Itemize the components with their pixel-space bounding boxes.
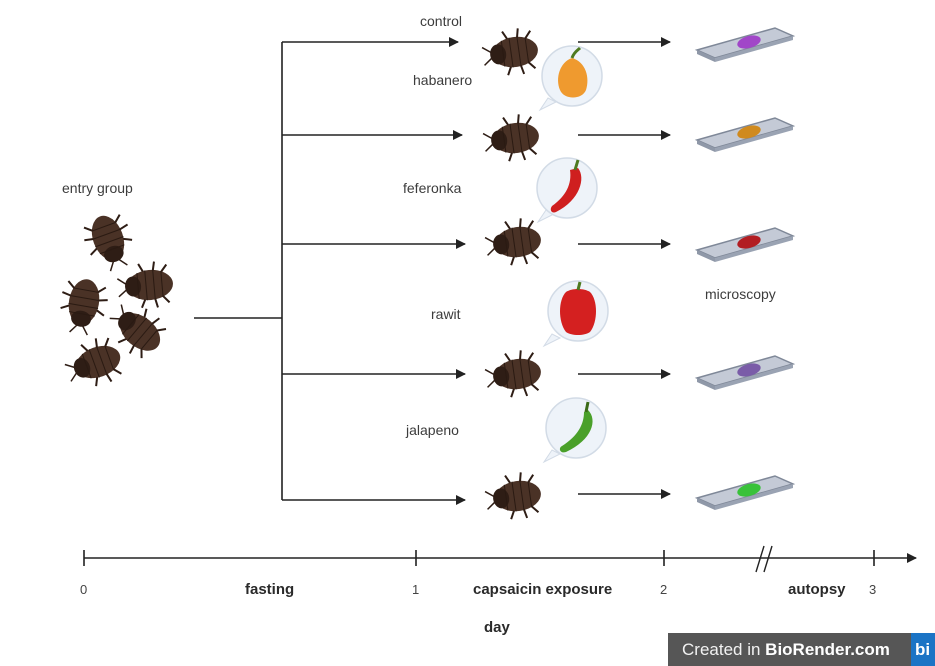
badge-prefix: Created in (682, 640, 765, 659)
entry-cockroach-group (56, 209, 175, 395)
cockroach-icon (79, 209, 141, 276)
axis-label-day: day (484, 619, 510, 636)
phase-capsaicin-exposure: capsaicin exposure (473, 581, 612, 598)
tick-label-3: 3 (869, 582, 876, 597)
microscope-slide-feferonka (697, 228, 793, 262)
microscope-slide-control (697, 28, 793, 62)
microscopy-label: microscopy (705, 286, 776, 302)
group-label-feferonka: feferonka (403, 180, 461, 196)
cockroach-icon (60, 333, 127, 395)
phase-fasting: fasting (245, 581, 294, 598)
group-label-jalapeno: jalapeno (406, 422, 459, 438)
cockroach-icon (116, 260, 175, 311)
group-label-habanero: habanero (413, 72, 472, 88)
cockroach-icon (56, 275, 111, 337)
tick-label-0: 0 (80, 582, 87, 597)
microscope-slide-habanero (697, 118, 793, 152)
biorender-badge[interactable]: Created in BioRender.com bi (668, 633, 935, 666)
group-label-control: control (420, 13, 462, 29)
cockroach-icon (483, 470, 544, 523)
tick-label-2: 2 (660, 582, 667, 597)
tick-label-1: 1 (412, 582, 419, 597)
green-chili-icon (544, 398, 606, 462)
habanero-icon (540, 46, 602, 110)
microscope-slide-jalapeno (697, 476, 793, 510)
group-label-rawit: rawit (431, 306, 461, 322)
badge-brand: BioRender.com (765, 640, 890, 659)
red-chili-icon (537, 158, 597, 222)
red-bell-pepper-icon (544, 281, 608, 346)
cockroach-icon (483, 348, 544, 401)
timeline-axis (84, 546, 916, 572)
microscope-slide-rawit (697, 356, 793, 390)
cockroach-icon (481, 112, 542, 165)
phase-autopsy: autopsy (788, 581, 846, 598)
cockroach-icon (480, 26, 541, 79)
microscope-slides (697, 28, 793, 510)
badge-logo: bi (911, 633, 935, 666)
entry-group-label: entry group (62, 180, 133, 196)
cockroach-icon (483, 216, 544, 269)
